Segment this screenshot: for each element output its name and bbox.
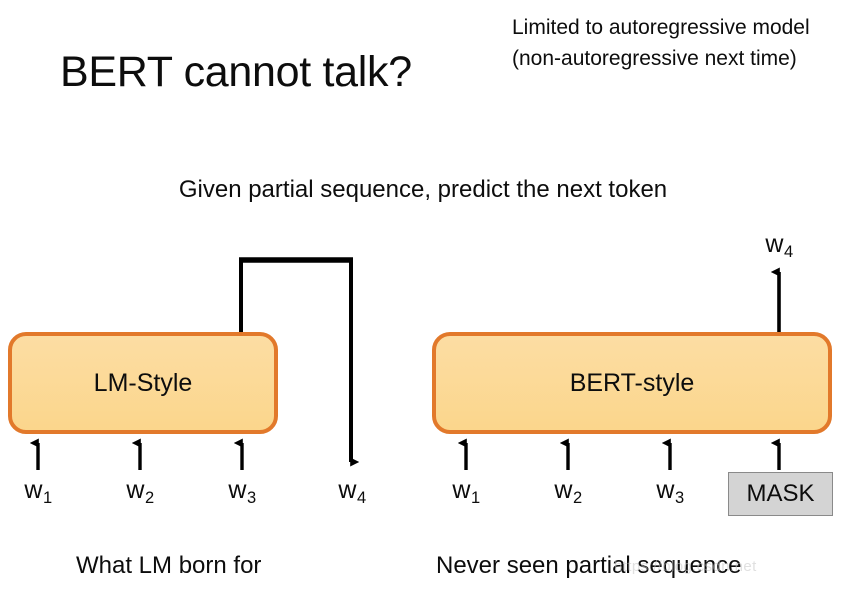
right-token-w2: w2	[554, 476, 583, 507]
bert-output-token-w4: w4	[765, 230, 794, 261]
bert-style-box[interactable]: BERT-style	[432, 332, 832, 434]
right-input-arrows	[457, 438, 781, 470]
lm-style-box[interactable]: LM-Style	[8, 332, 278, 434]
lm-style-box-label: LM-Style	[93, 368, 193, 397]
token-subscript: 2	[144, 488, 155, 507]
mask-token-label: MASK	[746, 480, 815, 507]
token-subscript: 3	[674, 488, 685, 507]
token-subscript: 4	[356, 488, 367, 507]
right-token-w3: w3	[656, 476, 685, 507]
token-base: w	[554, 476, 573, 504]
token-subscript: 2	[572, 488, 583, 507]
right-token-w1: w1	[452, 476, 481, 507]
token-base: w	[228, 476, 247, 504]
token-base: w	[126, 476, 145, 504]
watermark-text: https://blog.csdn.net	[614, 558, 757, 575]
bert-style-box-label: BERT-style	[569, 368, 695, 397]
left-token-w3: w3	[228, 476, 257, 507]
left-token-w1: w1	[24, 476, 53, 507]
mask-token-chip[interactable]: MASK	[728, 472, 833, 516]
page-title: BERT cannot talk?	[60, 48, 412, 96]
left-input-arrows	[29, 438, 244, 470]
annotation-note: Limited to autoregressive model (non-aut…	[512, 16, 810, 70]
right-panel-caption: Never seen partial sequence	[436, 552, 742, 579]
token-base: w	[24, 476, 43, 504]
token-subscript: 4	[783, 242, 794, 261]
token-subscript: 1	[42, 488, 53, 507]
subtitle-text: Given partial sequence, predict the next…	[178, 176, 668, 203]
token-base: w	[656, 476, 675, 504]
token-base: w	[452, 476, 471, 504]
token-base: w	[338, 476, 357, 504]
token-base: w	[765, 230, 784, 258]
token-subscript: 3	[246, 488, 257, 507]
token-subscript: 1	[470, 488, 481, 507]
left-token-w4-output: w4	[338, 476, 367, 507]
left-token-w2: w2	[126, 476, 155, 507]
left-panel-caption: What LM born for	[76, 552, 262, 579]
